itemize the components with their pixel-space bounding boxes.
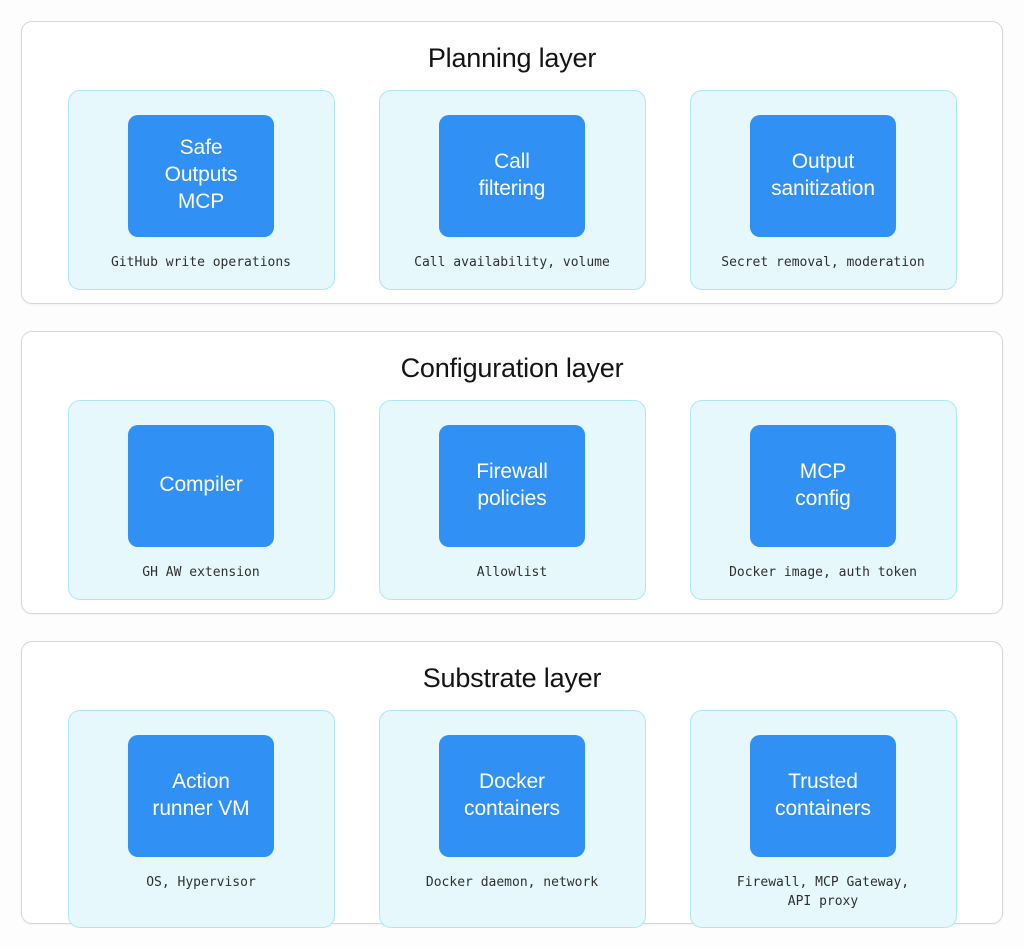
component-card-compiler: Compiler GH AW extension [67,399,335,600]
component-card-safe-outputs-mcp: Safe Outputs MCP GitHub write operations [67,89,335,290]
component-box: Compiler [128,424,274,547]
layer-title: Substrate layer [422,663,602,693]
component-row: Compiler GH AW extension Firewall polici… [46,399,978,600]
component-box: Safe Outputs MCP [128,114,274,237]
component-row: Safe Outputs MCP GitHub write operations… [46,89,978,290]
component-box-label: Output sanitization [771,149,875,200]
component-box-label: Safe Outputs MCP [164,136,238,214]
component-box-label: Action runner VM [152,769,250,820]
component-card-mcp-config: MCP config Docker image, auth token [689,399,957,600]
component-box: Output sanitization [750,114,896,237]
component-card-trusted-containers: Trusted containers Firewall, MCP Gateway… [689,709,957,929]
component-caption: Allowlist [476,564,548,580]
component-box-label: Firewall policies [476,459,548,510]
component-card-action-runner-vm: Action runner VM OS, Hypervisor [67,709,335,929]
layer-panel-substrate: Substrate layer Action runner VM OS, Hyp… [21,641,1003,929]
component-card-output-sanitization: Output sanitization Secret removal, mode… [689,89,957,290]
component-caption: Call availability, volume [414,254,610,270]
component-box-label: MCP config [795,459,851,510]
component-caption: GH AW extension [142,564,260,580]
layer-title: Configuration layer [400,353,624,383]
component-caption: Docker daemon, network [425,874,599,890]
component-box: MCP config [750,424,896,547]
layer-title: Planning layer [427,43,597,73]
component-box-label: Call filtering [478,149,546,200]
component-row: Action runner VM OS, Hypervisor Docker c… [46,709,978,929]
component-box: Docker containers [439,734,585,857]
layer-panel-configuration: Configuration layer Compiler GH AW exten… [21,331,1003,614]
component-card-call-filtering: Call filtering Call availability, volume [378,89,646,290]
component-caption: Docker image, auth token [729,564,917,580]
component-box: Action runner VM [128,734,274,857]
component-box: Call filtering [439,114,585,237]
component-card-docker-containers: Docker containers Docker daemon, network [378,709,646,929]
component-caption: Secret removal, moderation [721,254,925,270]
component-box: Firewall policies [439,424,585,547]
layer-panel-planning: Planning layer Safe Outputs MCP GitHub w… [21,21,1003,304]
component-caption: Firewall, MCP Gateway, API proxy [736,874,910,909]
component-box: Trusted containers [750,734,896,857]
component-caption: OS, Hypervisor [146,874,256,890]
component-box-label: Compiler [159,473,243,497]
component-box-label: Trusted containers [775,769,871,820]
component-card-firewall-policies: Firewall policies Allowlist [378,399,646,600]
component-caption: GitHub write operations [110,254,291,270]
component-box-label: Docker containers [464,769,560,820]
